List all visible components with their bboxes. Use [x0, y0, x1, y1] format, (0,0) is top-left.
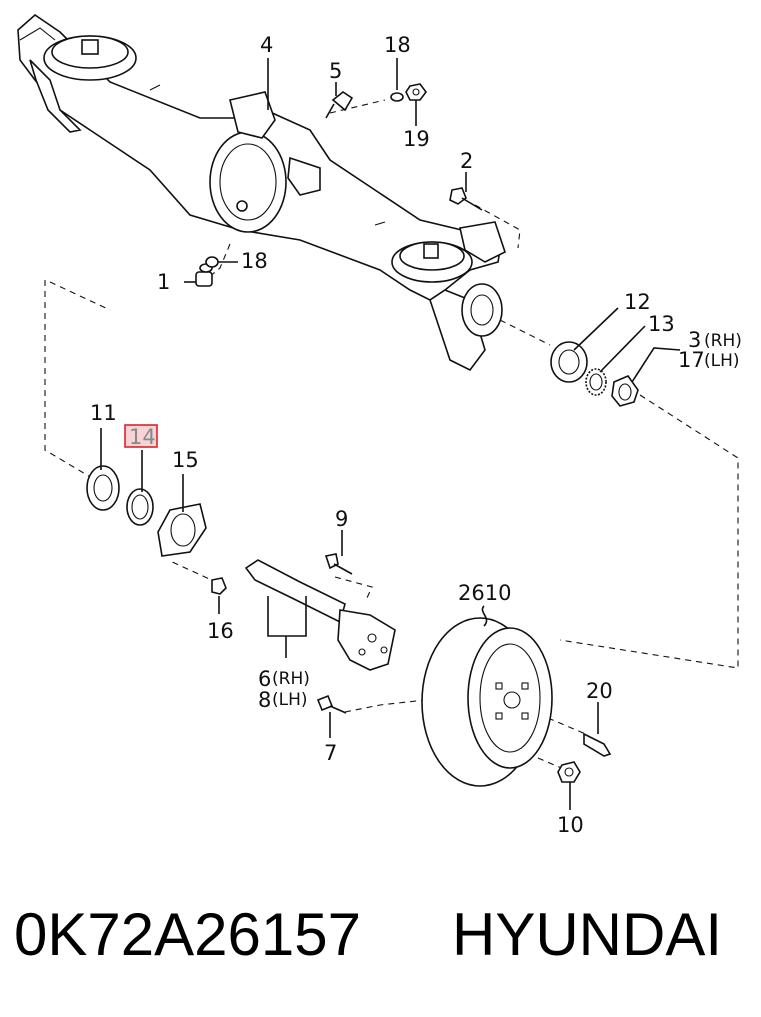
callout-2: 2	[460, 149, 473, 173]
callout-10: 10	[557, 813, 584, 837]
lock-nut-3-17	[611, 375, 639, 407]
callout-16: 16	[207, 619, 234, 643]
brand-name: HYUNDAI	[452, 901, 723, 968]
plug-1	[195, 263, 213, 287]
exploded-parts-diagram: 4 5 18 19 2 1 18 12 13 3 (RH) 17 (LH) 11…	[17, 13, 742, 837]
callout-13: 13	[648, 312, 675, 336]
washer-18-left	[205, 256, 219, 268]
retainer-plate-15	[157, 503, 207, 557]
callout-3-suffix: (RH)	[704, 331, 742, 351]
callout-17: 17	[678, 348, 705, 372]
leader-lines	[100, 58, 681, 810]
bearing-12	[550, 341, 588, 383]
callout-19: 19	[403, 127, 430, 151]
bolt-7	[316, 694, 347, 714]
oil-seal-14	[126, 488, 154, 526]
callout-8: 8	[258, 688, 271, 712]
callout-8-suffix: (LH)	[272, 690, 308, 710]
assembly-guide-lines	[44, 99, 739, 771]
wheel-bolt-20	[583, 732, 612, 757]
callout-3: 3	[688, 328, 701, 352]
callout-17-suffix: (LH)	[704, 351, 740, 371]
caption-bar: 0K72A26157 HYUNDAI	[0, 895, 761, 975]
bolt-2	[449, 187, 483, 211]
breather-plug-5	[325, 91, 354, 119]
bearing-11	[86, 465, 120, 511]
axle-housing	[17, 13, 506, 372]
nut-19	[405, 83, 427, 101]
callout-14: 14	[129, 425, 156, 449]
part-number: 0K72A26157	[14, 901, 361, 968]
callout-labels: 4 5 18 19 2 1 18 12 13 3 (RH) 17 (LH) 11…	[90, 33, 742, 837]
nut-10	[557, 761, 581, 783]
callout-15: 15	[172, 448, 199, 472]
tone-ring-13	[585, 368, 607, 396]
callout-1: 1	[157, 270, 170, 294]
callout-18-top: 18	[384, 33, 411, 57]
callout-6-suffix: (RH)	[272, 669, 310, 689]
brake-drum-2610	[421, 617, 553, 787]
nut-16	[211, 577, 227, 595]
bolt-9	[324, 553, 353, 575]
callout-4: 4	[260, 33, 273, 57]
callout-12: 12	[624, 290, 651, 314]
callout-6: 6	[258, 667, 271, 691]
callout-20: 20	[586, 679, 613, 703]
callout-2610: 2610	[458, 581, 511, 605]
callout-11: 11	[90, 401, 117, 425]
washer-18-top	[390, 92, 404, 102]
callout-18-left: 18	[241, 249, 268, 273]
axle-shaft-6-8	[244, 559, 396, 671]
callout-9: 9	[335, 507, 348, 531]
callout-7: 7	[324, 741, 337, 765]
callout-14-highlight-box	[124, 424, 158, 448]
callout-5: 5	[329, 59, 342, 83]
